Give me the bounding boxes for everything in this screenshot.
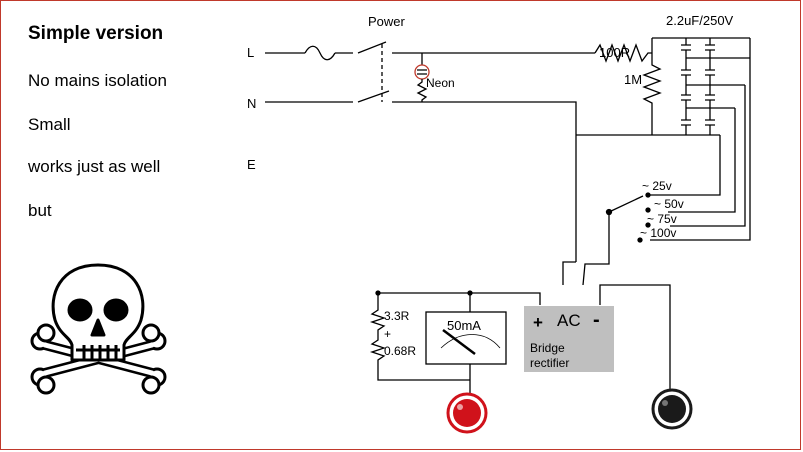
resistor-100r-label: 100R: [599, 45, 631, 60]
shunt-label-0r68: 0.68R: [384, 344, 417, 358]
rectifier-minus-label: -: [593, 309, 600, 331]
selector-50v-label: ~ 50v: [654, 197, 684, 211]
rectifier-label-rectifier: rectifier: [530, 356, 570, 370]
neon-label: Neon: [426, 76, 455, 90]
skull-and-crossbones-icon: [30, 263, 167, 395]
bridge-rectifier: [524, 306, 614, 372]
note-small: Small: [28, 115, 71, 134]
meter-label: 50mA: [447, 318, 481, 333]
resistor-1m-label: 1M: [624, 72, 643, 87]
capacitor-label: 2.2uF/250V: [666, 13, 734, 28]
power-label: Power: [368, 14, 405, 29]
note-works-well: works just as well: [28, 157, 161, 176]
selector-75v-label: ~ 75v: [647, 212, 677, 226]
rectifier-label-bridge: Bridge: [530, 341, 565, 355]
note-but: but: [28, 201, 52, 220]
selector-100v-label: ~ 100v: [640, 226, 677, 240]
selector-25v-label: ~ 25v: [642, 179, 672, 193]
earth-label: E: [247, 157, 256, 172]
page-title: Simple version: [28, 23, 164, 44]
neutral-label: N: [247, 96, 257, 111]
rectifier-plus-label: +: [533, 313, 543, 332]
shunt-label-plus: +: [384, 327, 392, 341]
live-label: L: [247, 45, 255, 60]
shunt-label-3r3: 3.3R: [384, 309, 410, 323]
rectifier-ac-label: AC: [557, 311, 581, 330]
note-no-isolation: No mains isolation: [28, 71, 167, 90]
